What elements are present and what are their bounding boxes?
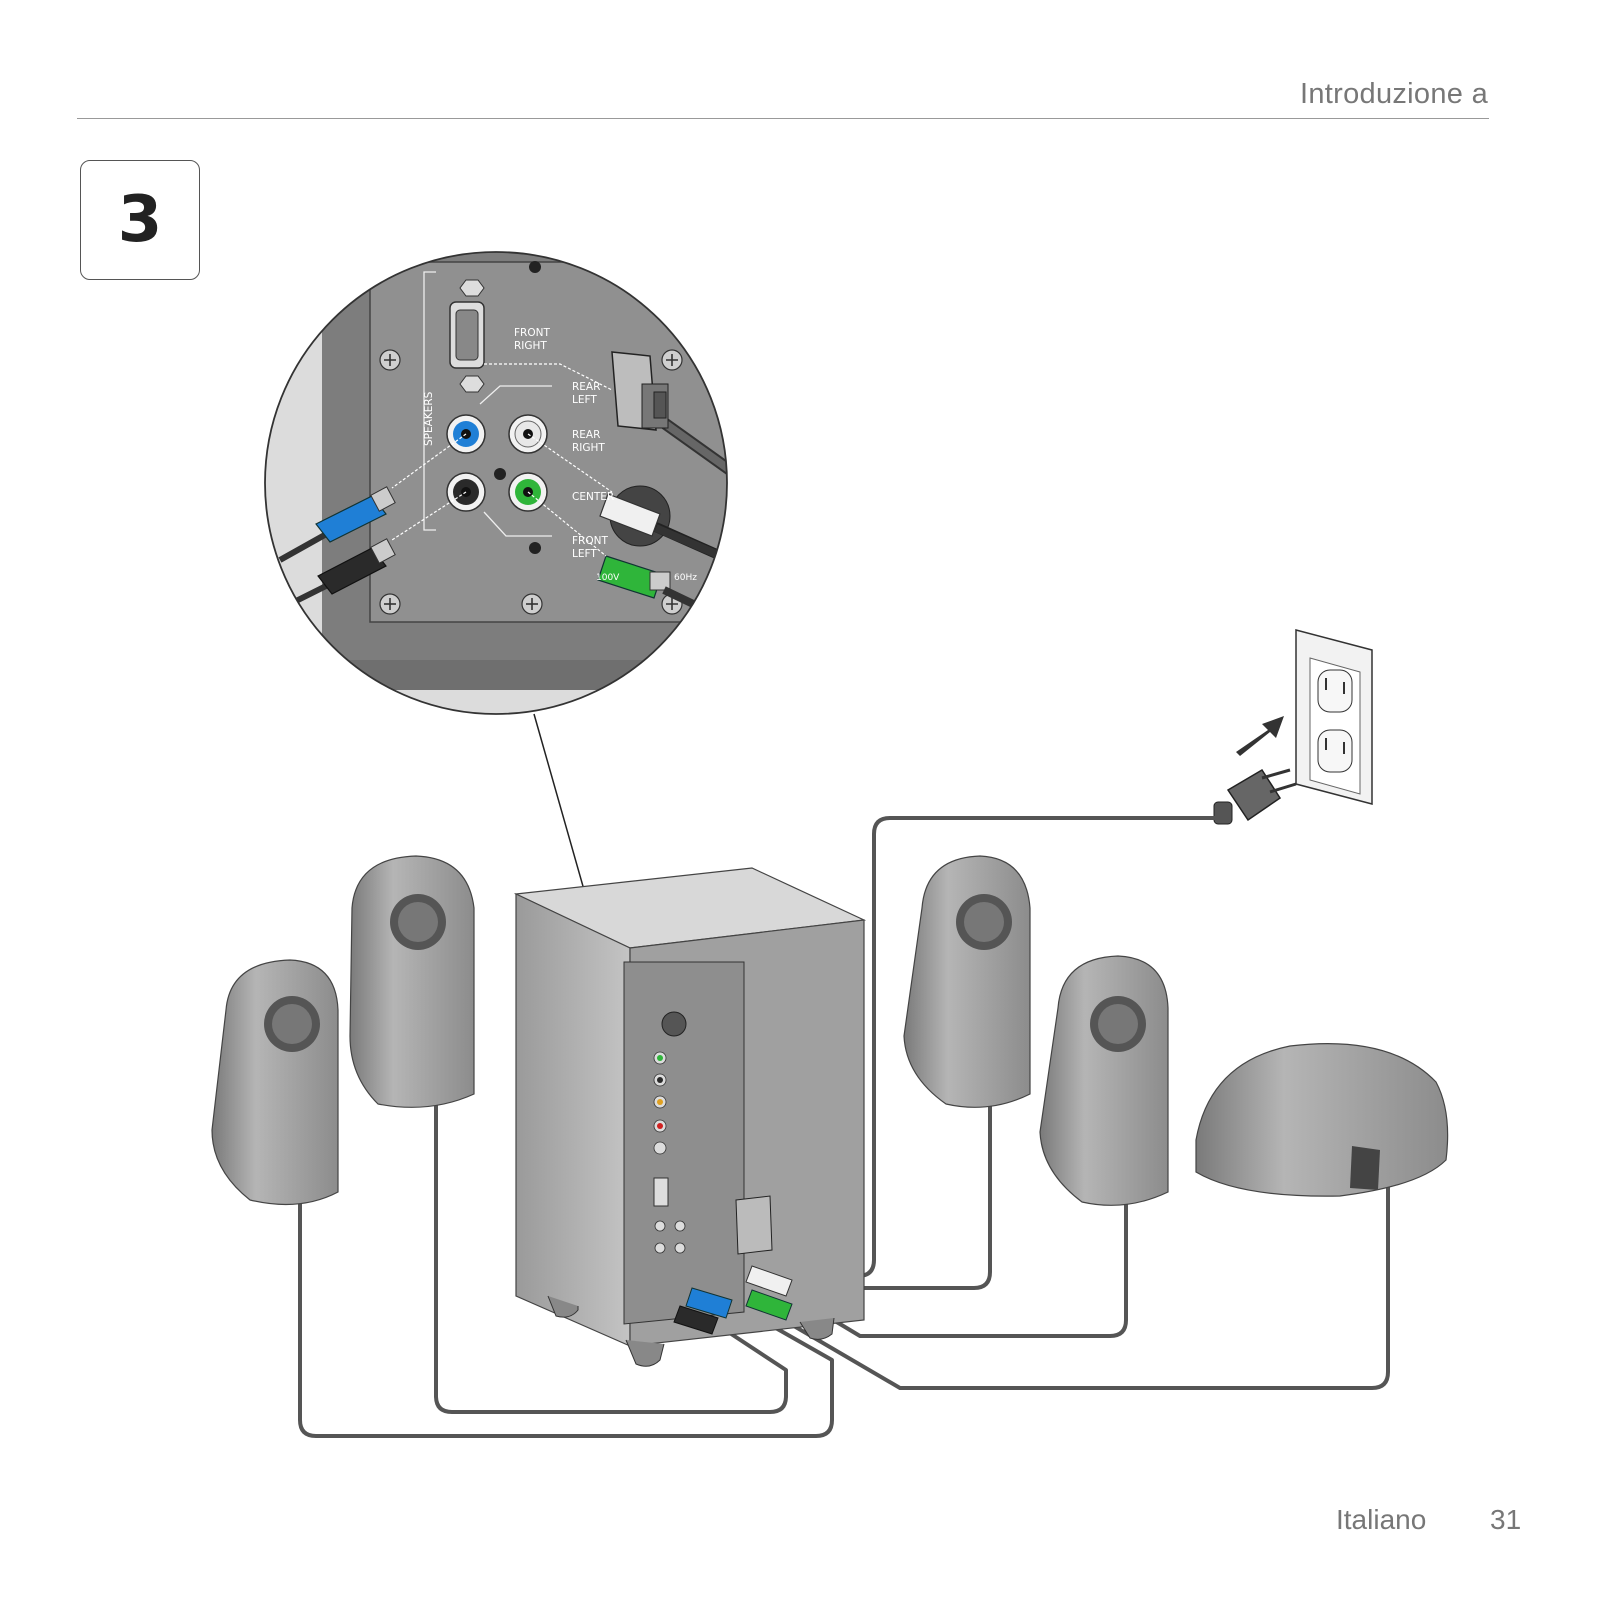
speaker-center (1195, 1043, 1449, 1197)
label-rear-left-2: LEFT (572, 394, 597, 406)
label-center: CENTER (572, 491, 614, 503)
label-front-left-2: LEFT (572, 548, 597, 560)
step-number-box: 3 (80, 160, 200, 280)
label-rear-right-1: REAR (572, 429, 600, 441)
power-plug (1213, 768, 1297, 825)
zoom-circle-outline (264, 251, 728, 715)
page-number: 31 (1490, 1504, 1522, 1535)
label-frequency: 60Hz (674, 573, 697, 583)
label-rear-right-2: RIGHT (572, 442, 605, 454)
step-number: 3 (117, 183, 163, 257)
label-front-left-1: FRONT (572, 535, 608, 547)
arrow-icon (1236, 716, 1284, 756)
speaker-rear-left (349, 855, 475, 1108)
label-rear-left-1: REAR (572, 381, 600, 393)
header-title: Introduzione a (1300, 78, 1488, 110)
subwoofer (513, 867, 867, 1367)
speaker-front-right (1039, 955, 1169, 1206)
speaker-front-left (211, 959, 339, 1206)
label-front-right-2: RIGHT (514, 340, 547, 352)
label-front-right-1: FRONT (514, 327, 550, 339)
speaker-rear-right (903, 855, 1031, 1108)
label-voltage: 100V (596, 573, 620, 583)
footer-language: Italiano (1336, 1504, 1427, 1535)
wall-outlet (1295, 629, 1373, 805)
label-speakers-group: SPEAKERS (423, 391, 435, 446)
header-rule (77, 118, 1489, 119)
